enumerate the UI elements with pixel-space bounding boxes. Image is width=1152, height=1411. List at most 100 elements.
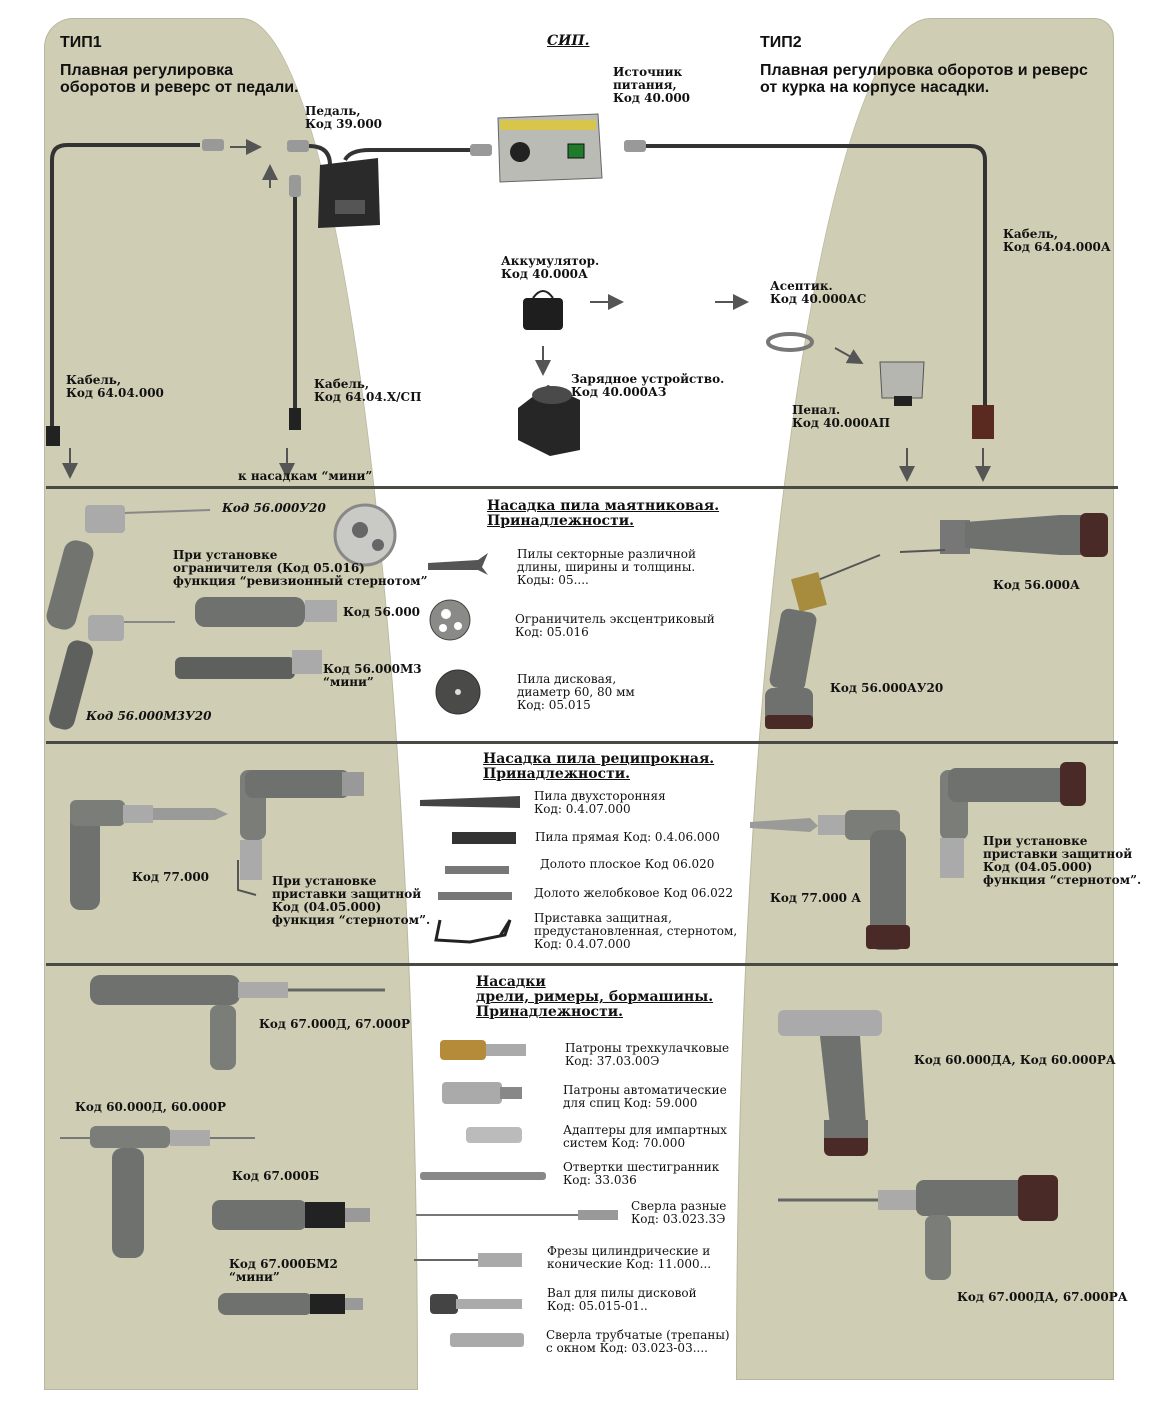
reciprocating-header: Насадка пила реципрокная. Принадлежности… — [483, 751, 715, 782]
pedal-connector — [470, 144, 492, 156]
drill-60000da-label: Код 60.000ДА, Код 60.000РА — [914, 1053, 1116, 1067]
oscillating-header: Насадка пила маятниковая. Принадлежности… — [487, 498, 720, 529]
double-saw-icon — [420, 796, 520, 808]
drill-67000bm2 — [218, 1293, 363, 1315]
drill-60000da — [778, 1010, 882, 1156]
reciprocating-77000a-label: Код 77.000 А — [770, 891, 861, 905]
cable-left-plug — [46, 426, 60, 446]
gouge-chisel-icon — [438, 892, 512, 900]
cable-left-label: Кабель, Код 64.04.000 — [66, 373, 164, 400]
reciprocating-saw-sternotome-a — [940, 762, 1086, 878]
oscillating-saw-56000m3 — [175, 650, 322, 679]
reciprocating-saw-sternotome — [237, 770, 364, 896]
accessory-automatic-chuck: Патроны автоматические для спиц Код: 59.… — [563, 1083, 727, 1110]
cable-mini-label: Кабель, Код 64.04.Х/СП — [314, 377, 422, 404]
type2-description: Плавная регулировка оборотов и реверс от… — [760, 62, 1088, 96]
battery-label: Аккумулятор. Код 40.000А — [501, 254, 600, 281]
accessory-mill-cutters: Фрезы цилиндрические и конические Код: 1… — [547, 1244, 712, 1271]
drill-67000b-label: Код 67.000Б — [232, 1169, 320, 1183]
accessory-gouge-chisel: Долото желобковое Код 06.022 — [534, 886, 734, 900]
accessory-eccentric-limiter: Ограничитель эксцентриковый Код: 05.016 — [515, 612, 715, 639]
chuck-automatic-icon — [442, 1082, 522, 1104]
accessory-three-jaw-chuck: Патроны трехкулачковые Код: 37.03.00Э — [565, 1041, 730, 1068]
drill-bit-icon — [416, 1210, 618, 1220]
accessory-disc-saw-shaft: Вал для пилы дисковой Код: 05.015-01.. — [547, 1286, 697, 1313]
disc-saw-icon — [435, 669, 481, 715]
pedal-connector — [287, 140, 309, 152]
oscillating-limiter-note: При установке ограничителя (Код 05.016) … — [173, 548, 428, 588]
power-source-label: Источник питания, Код 40.000 — [613, 65, 691, 105]
cable-left-connector — [202, 139, 224, 151]
reciprocating-left-note: При установке приставки защитной Код (04… — [272, 874, 431, 927]
section-divider — [46, 486, 1118, 489]
reciprocating-saw-77000 — [70, 800, 228, 910]
charger-slot — [532, 386, 572, 404]
pedal-button — [335, 200, 365, 214]
guard-icon — [434, 919, 512, 944]
shaft-icon — [430, 1294, 522, 1314]
type1-description: Плавная регулировка оборотов и реверс от… — [60, 62, 299, 96]
reciprocating-77000-label: Код 77.000 — [132, 870, 210, 884]
power-source-device — [497, 113, 603, 183]
case-label: Пенал. Код 40.000АП — [792, 403, 891, 430]
cable-right-connector — [624, 140, 646, 152]
oscillating-saw-m3u20 — [49, 615, 175, 730]
reciprocating-right-note: При установке приставки защитной Код (04… — [983, 834, 1142, 887]
drill-60000-label: Код 60.000Д, 60.000Р — [75, 1100, 226, 1114]
reciprocating-saw-77000a — [750, 810, 910, 950]
power-socket-icon — [510, 142, 530, 162]
accessory-protective-guard: Приставка защитная, предустановленная, с… — [534, 911, 738, 951]
adapter-icon — [466, 1127, 522, 1143]
section-divider — [46, 741, 1118, 744]
drill-67000da — [778, 1175, 1058, 1280]
accessory-trepan-drills: Сверла трубчатые (трепаны) с окном Код: … — [546, 1328, 730, 1355]
drill-67000b — [212, 1200, 370, 1230]
cable-right-label: Кабель, Код 64.04.000А — [1003, 227, 1111, 254]
limiter-disc-icon — [333, 503, 397, 567]
arrow-icon — [834, 347, 864, 364]
section-divider — [46, 963, 1118, 966]
accessory-double-saw: Пила двухсторонняя Код: 0.4.07.000 — [534, 789, 666, 816]
trepan-drill-icon — [450, 1333, 524, 1347]
pedal-device — [318, 158, 380, 228]
aseptic-ring — [766, 332, 814, 352]
oscillating-saw-56000 — [195, 597, 337, 627]
type2-title: ТИП2 — [760, 34, 802, 51]
oscillating-56000au20-label: Код 56.000АУ20 — [830, 681, 944, 695]
accessory-sector-saws: Пилы секторные различной длины, ширины и… — [517, 547, 696, 587]
oscillating-56000a-label: Код 56.000А — [993, 578, 1080, 592]
pedal-label: Педаль, Код 39.000 — [305, 104, 383, 131]
center-title: СИП. — [547, 33, 590, 49]
flat-chisel-icon — [445, 866, 509, 874]
power-source-label-strip — [500, 120, 596, 130]
mill-cutter-icon — [414, 1253, 522, 1267]
charger-device — [518, 385, 580, 456]
cable-right — [646, 144, 987, 405]
cable-right-plug — [972, 405, 994, 439]
case-base — [894, 396, 912, 406]
accessory-disc-saw: Пила дисковая, диаметр 60, 80 мм Код: 05… — [517, 672, 635, 712]
pedal-cable — [308, 144, 332, 166]
type1-title: ТИП1 — [60, 34, 102, 51]
limiter-eccentric-icon — [429, 599, 471, 641]
drill-67000-label: Код 67.000Д, 67.000Р — [259, 1017, 410, 1031]
straight-saw-icon — [452, 832, 516, 844]
case-device — [879, 361, 925, 399]
accessory-hex-screwdrivers: Отвертки шестигранник Код: 33.036 — [563, 1160, 720, 1187]
mini-cable-plug — [289, 408, 301, 430]
drills-header: Насадки дрели, римеры, бормашины. Принад… — [476, 974, 714, 1020]
drill-67000bm2-label: Код 67.000БМ2 “мини” — [229, 1257, 338, 1284]
screwdriver-icon — [420, 1172, 546, 1180]
drill-60000 — [60, 1126, 255, 1258]
oscillating-saw-u20 — [46, 505, 211, 630]
mini-cable-connector — [289, 175, 301, 197]
accessory-straight-saw: Пила прямая Код: 0.4.06.000 — [535, 830, 720, 844]
to-mini-label: к насадкам “мини” — [238, 469, 373, 483]
aseptic-label: Асептик. Код 40.000АС — [770, 279, 867, 306]
power-switch-icon — [567, 143, 585, 159]
charger-label: Зарядное устройство. Код 40.000АЗ — [571, 372, 725, 399]
oscillating-m3u20-label: Код 56.000М3У20 — [86, 709, 212, 723]
battery-handle — [532, 290, 554, 299]
drill-67000da-label: Код 67.000ДА, 67.000РА — [957, 1290, 1128, 1304]
accessory-flat-chisel: Долото плоское Код 06.020 — [540, 857, 715, 871]
